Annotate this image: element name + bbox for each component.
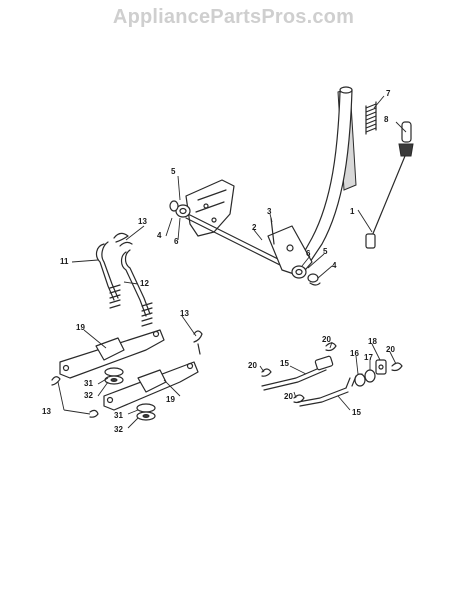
callout-6-right: 6 — [306, 249, 311, 258]
clip-left — [261, 368, 272, 377]
callout-15-upper: 15 — [280, 359, 289, 368]
callout-19-lower: 19 — [166, 395, 175, 404]
lift-arm-lower — [103, 361, 199, 411]
callout-17: 17 — [364, 353, 373, 362]
callout-1: 1 — [350, 207, 355, 216]
adjust-rod-upper — [261, 355, 334, 391]
callout-18: 18 — [368, 337, 377, 346]
release-rod — [365, 155, 406, 249]
callout-15-lower: 15 — [352, 408, 361, 417]
clip-right — [391, 362, 403, 372]
callout-20-right: 20 — [386, 345, 395, 354]
callout-32-lower: 32 — [114, 425, 123, 434]
clip-top — [325, 342, 337, 352]
hairpin-clip-top — [113, 232, 133, 247]
callout-13-left: 13 — [42, 407, 51, 416]
callout-12: 12 — [140, 279, 149, 288]
bushing-lower — [136, 403, 156, 421]
lift-link-right — [120, 249, 153, 327]
lift-handle — [301, 86, 357, 263]
callout-5-right: 5 — [323, 247, 328, 256]
callout-19-upper: 19 — [76, 323, 85, 332]
clip-lower — [293, 394, 305, 404]
lift-link-left — [95, 241, 121, 309]
watermark-text: AppliancePartsPros.com — [112, 6, 355, 28]
callout-5-left: 5 — [171, 167, 176, 176]
callout-3: 3 — [267, 207, 272, 216]
callout-2: 2 — [252, 223, 257, 232]
callout-13-top: 13 — [138, 217, 147, 226]
callout-11: 11 — [60, 257, 69, 266]
callout-20-lower: 20 — [284, 392, 293, 401]
lift-spring — [365, 101, 377, 135]
shaft-bushing-left — [169, 200, 191, 218]
callout-13-right: 13 — [180, 309, 189, 318]
callout-4-right: 4 — [332, 261, 337, 270]
leader-lines — [57, 95, 407, 429]
shaft-bushing-right — [291, 265, 321, 286]
callout-31-lower: 31 — [114, 411, 123, 420]
lift-shaft — [183, 211, 313, 277]
callout-8: 8 — [384, 115, 389, 124]
trunnion-18 — [375, 359, 387, 375]
lift-bracket-plate — [185, 179, 235, 237]
callout-20-top: 20 — [322, 335, 331, 344]
lift-arm-upper — [59, 329, 165, 379]
callout-4-left: 4 — [157, 231, 162, 240]
shaft-pin — [270, 217, 275, 245]
adjust-rod-lower — [297, 371, 369, 407]
hairpin-clip-right — [193, 330, 203, 355]
bushing-upper — [104, 367, 124, 385]
release-knob — [398, 121, 414, 157]
callout-31-upper: 31 — [84, 379, 93, 388]
nut-17 — [364, 369, 376, 383]
callout-6-left: 6 — [174, 237, 179, 246]
callout-32-upper: 32 — [84, 391, 93, 400]
callout-20-left: 20 — [248, 361, 257, 370]
callout-16: 16 — [350, 349, 359, 358]
callout-7: 7 — [386, 89, 391, 98]
nut-16 — [354, 373, 366, 387]
hairpin-clip-left — [51, 376, 99, 418]
callouts: 1 2 3 4 4 5 5 6 6 7 8 11 12 13 13 13 15 … — [42, 89, 395, 434]
